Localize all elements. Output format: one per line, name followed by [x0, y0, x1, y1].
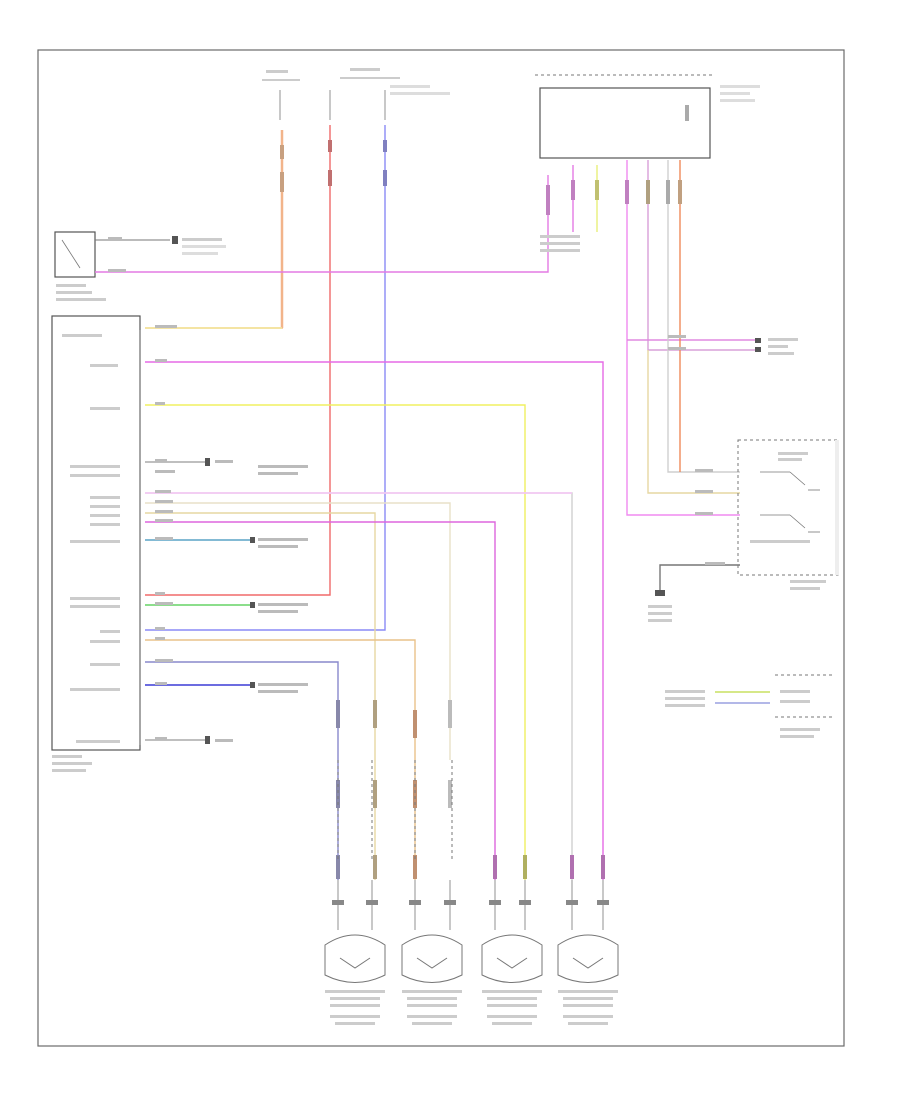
brake-fluid-switch — [54, 231, 226, 301]
right-connectors — [540, 235, 835, 738]
brake-pedal-switch — [737, 439, 839, 590]
vertical-wire-codes — [280, 140, 682, 879]
sensor-right-front — [557, 880, 619, 1025]
top-feed-labels — [262, 68, 450, 120]
wheel-speed-sensors — [324, 880, 619, 1025]
wire-codes — [108, 237, 725, 742]
sensor-left-front — [481, 880, 543, 1025]
diagram-frame — [37, 49, 845, 1047]
ground-symbol — [648, 590, 672, 622]
sensor-left-rear — [324, 880, 386, 1025]
splice-lines — [337, 760, 453, 860]
sensor-right-rear — [401, 880, 463, 1025]
abs-control-module — [51, 315, 141, 772]
central-junction-module — [535, 74, 760, 159]
